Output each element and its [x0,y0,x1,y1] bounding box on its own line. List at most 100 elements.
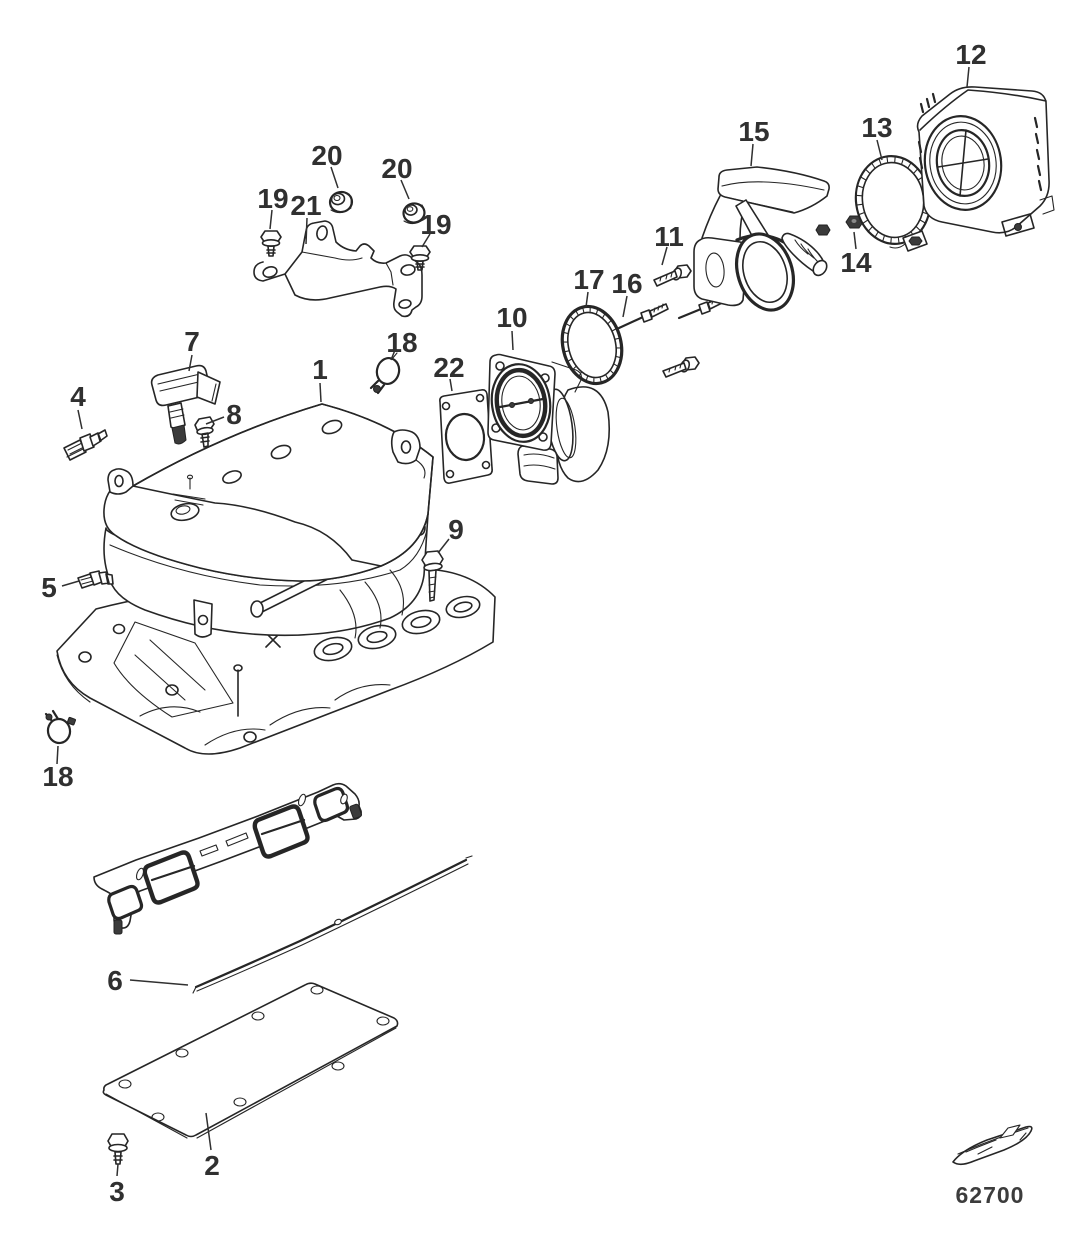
leader-line-21-23 [305,217,308,245]
part-10-throttle-body [487,353,611,485]
callout-6-5: 6 [107,965,123,996]
leader-line-4-3 [77,409,83,430]
boat-icon [952,1124,1033,1166]
leader-line-10-9 [511,330,514,351]
serration-tick [599,377,602,384]
serration-tick [607,319,613,325]
callout-11-10: 11 [654,221,684,252]
serration-tick [615,355,622,359]
serration-tick [855,194,863,197]
serration-tick [575,309,579,316]
serration-tick [611,327,618,332]
leader-line-20-21 [330,166,339,189]
callout-10-9: 10 [496,302,527,333]
leader-line-5-4 [61,580,80,587]
serration-tick [855,203,863,206]
leader-line-22-24 [449,378,453,392]
serration-tick [610,370,615,375]
leader-line-17-16 [585,291,589,308]
serration-tick [562,331,569,335]
serration-tick [569,315,574,320]
callout-18-18: 18 [42,761,73,792]
callout-20-22: 20 [381,153,412,184]
leader-line-18-18 [56,745,59,765]
leader-line-14-13 [853,231,857,250]
part-2-cover-plate [102,982,399,1139]
serration-tick [864,168,871,174]
part-17-o-ring [560,304,624,386]
callout-3-2: 3 [109,1176,125,1207]
drawing-number: 62700 [955,1182,1025,1208]
part-19-screws [260,230,431,271]
serration-tick [862,219,869,225]
leader-line-7-6 [188,354,193,372]
leader-line-18-17 [390,349,396,361]
part-1-intake-manifold [56,403,496,755]
part-7-map-sensor [150,364,221,445]
callout-16-15: 16 [611,268,642,299]
leader-line-16-15 [622,295,628,318]
callout-2-1: 2 [204,1150,220,1181]
leader-line-1-0 [319,382,322,403]
callout-15-14: 15 [738,116,769,147]
serration-tick [858,212,865,216]
part-15-throttle-adapter [693,166,831,312]
leader-line-12-11 [966,66,970,88]
serration-tick [897,237,900,245]
serration-tick [871,162,876,169]
part-6-manifold-gasket [93,782,363,935]
part-11-bolts [653,264,700,378]
callout-22-24: 22 [433,352,464,383]
serration-tick [894,155,896,163]
leader-line-15-14 [750,143,754,167]
serration-tick [856,185,864,189]
callout-21-23: 21 [290,190,321,221]
serration-tick [563,350,570,353]
part-12-flame-arrestor [916,86,1055,237]
serration-tick [907,162,912,169]
callout-18-17: 18 [386,327,417,358]
callout-8-7: 8 [226,399,242,430]
callout-1: 1 [312,354,328,385]
serration-tick [564,322,571,327]
leader-line-19-20 [421,233,431,248]
serration-tick [605,374,609,381]
serration-tick [919,219,927,224]
leader-line-11-10 [661,246,668,266]
part-8-screw [194,416,215,448]
callout-20-21: 20 [311,140,342,171]
part-20-grommets [328,190,426,225]
serration-tick [890,237,892,245]
serration-tick [585,375,589,382]
callout-13-12: 13 [861,112,892,143]
serration-tick [878,158,882,165]
serration-tick [595,308,599,315]
callout-5-4: 5 [41,572,57,603]
serration-tick [582,306,585,313]
callout-4-3: 4 [70,381,86,412]
callout-12-11: 12 [955,39,986,70]
seal-rod [192,855,473,994]
part-3-screw [107,1133,129,1165]
serration-tick [915,226,922,232]
callout-9-8: 9 [448,514,464,545]
part-4-fitting [63,429,108,461]
leader-line-3-2 [116,1163,119,1177]
leader-line-2-1 [205,1112,212,1151]
serration-tick [874,231,879,238]
part-16-studs [617,295,725,330]
serration-tick [882,235,885,243]
serration-tick [602,312,606,319]
callout-17-16: 17 [573,264,604,295]
callout-19-20: 19 [420,209,451,240]
serration-tick [913,168,919,174]
serration-tick [613,363,620,368]
serration-tick [859,176,867,181]
callout-14-13: 14 [840,247,872,278]
serration-tick [867,226,873,232]
leader-line-9-8 [437,538,450,554]
part-5-fitting [77,570,114,589]
